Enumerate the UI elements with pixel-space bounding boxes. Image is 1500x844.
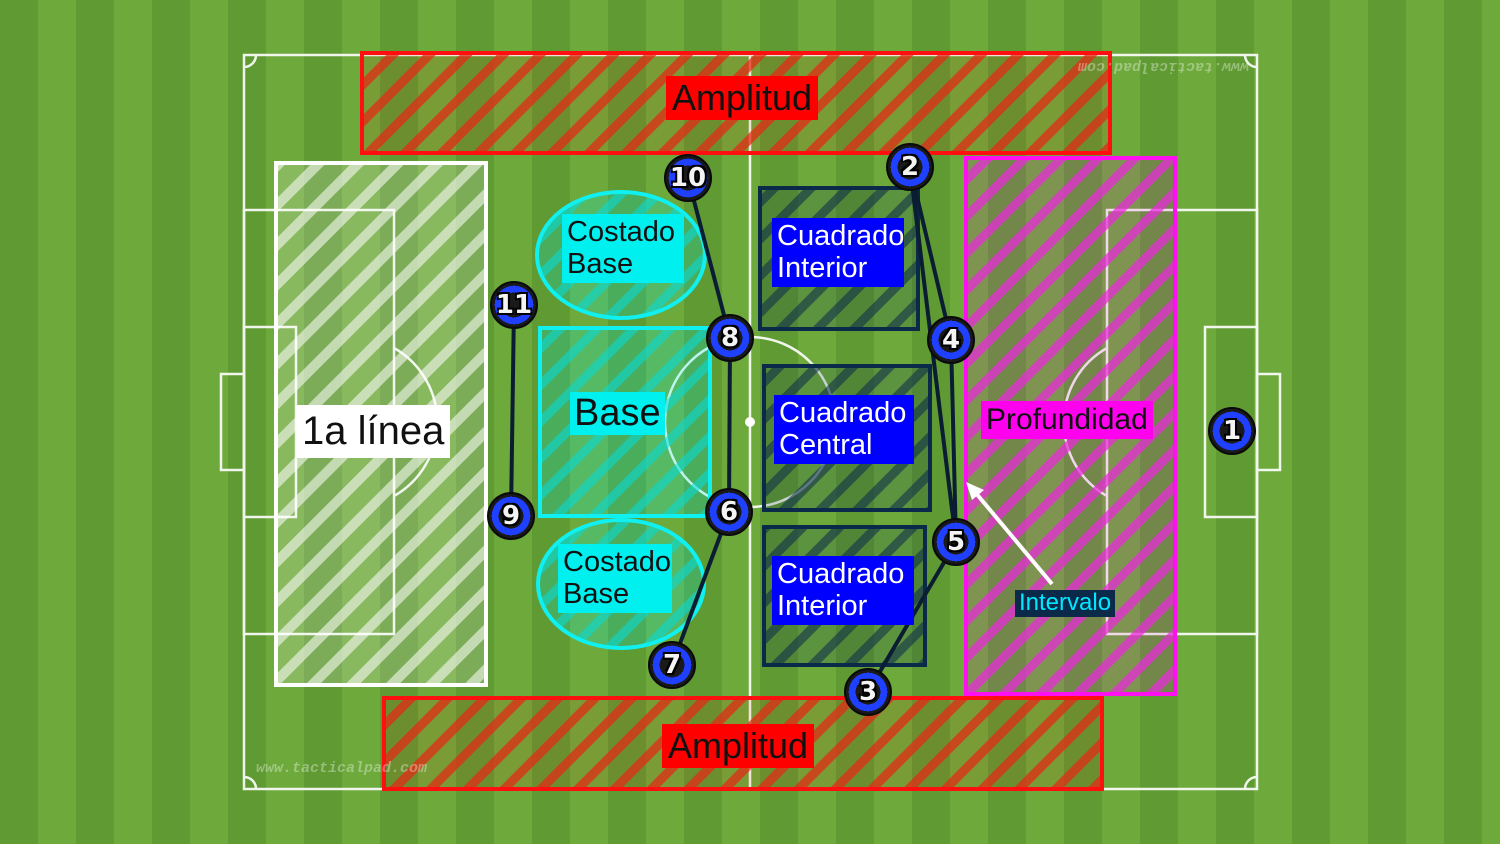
watermark-top-right: www.tacticalpad.com — [1078, 58, 1250, 75]
costado-base-top-line1: Costado — [567, 216, 676, 248]
amplitud-top-label: Amplitud — [666, 76, 819, 121]
costado-base-bottom-line2: Base — [563, 578, 630, 611]
costado-base-bottom-label: Costado Base — [558, 544, 672, 613]
cuadrado-interior-bottom-label: Cuadrado Interior — [772, 556, 914, 625]
amplitud-top-zone — [360, 51, 1112, 155]
costado-base-bottom-line1: Costado — [563, 546, 672, 578]
player-1[interactable]: 1 — [1208, 407, 1256, 455]
cuadrado-interior-bottom-line2: Interior — [777, 590, 868, 623]
cuadrado-interior-bottom-line1: Cuadrado — [777, 558, 905, 590]
cuadrado-central-label: Cuadrado Central — [774, 395, 914, 464]
center-spot — [745, 417, 755, 427]
watermark-bottom-left: www.tacticalpad.com — [256, 760, 428, 777]
base-zone — [538, 326, 712, 518]
player-2[interactable]: 2 — [886, 143, 934, 191]
costado-base-top-line2: Base — [567, 248, 634, 281]
player-7[interactable]: 7 — [648, 641, 696, 689]
profundidad-label: Profundidad — [981, 401, 1153, 439]
player-8[interactable]: 8 — [706, 314, 754, 362]
cuadrado-interior-top-line2: Interior — [777, 252, 868, 285]
player-10[interactable]: 10 — [664, 154, 712, 202]
intervalo-arrow — [966, 482, 1054, 586]
cuadrado-central-line2: Central — [779, 429, 873, 462]
intervalo-label: Intervalo — [1015, 589, 1116, 617]
player-5[interactable]: 5 — [932, 518, 980, 566]
cuadrado-interior-top-line1: Cuadrado — [777, 220, 905, 252]
player-9[interactable]: 9 — [487, 492, 535, 540]
player-3[interactable]: 3 — [844, 668, 892, 716]
primera-linea-label: 1a línea — [296, 405, 451, 458]
costado-base-top-label: Costado Base — [562, 214, 684, 283]
player-4[interactable]: 4 — [927, 316, 975, 364]
amplitud-bottom-label: Amplitud — [662, 724, 815, 769]
cuadrado-interior-top-label: Cuadrado Interior — [772, 218, 904, 287]
cuadrado-central-line1: Cuadrado — [779, 397, 907, 429]
player-6[interactable]: 6 — [705, 488, 753, 536]
base-label: Base — [570, 392, 665, 435]
player-11[interactable]: 11 — [490, 281, 538, 329]
